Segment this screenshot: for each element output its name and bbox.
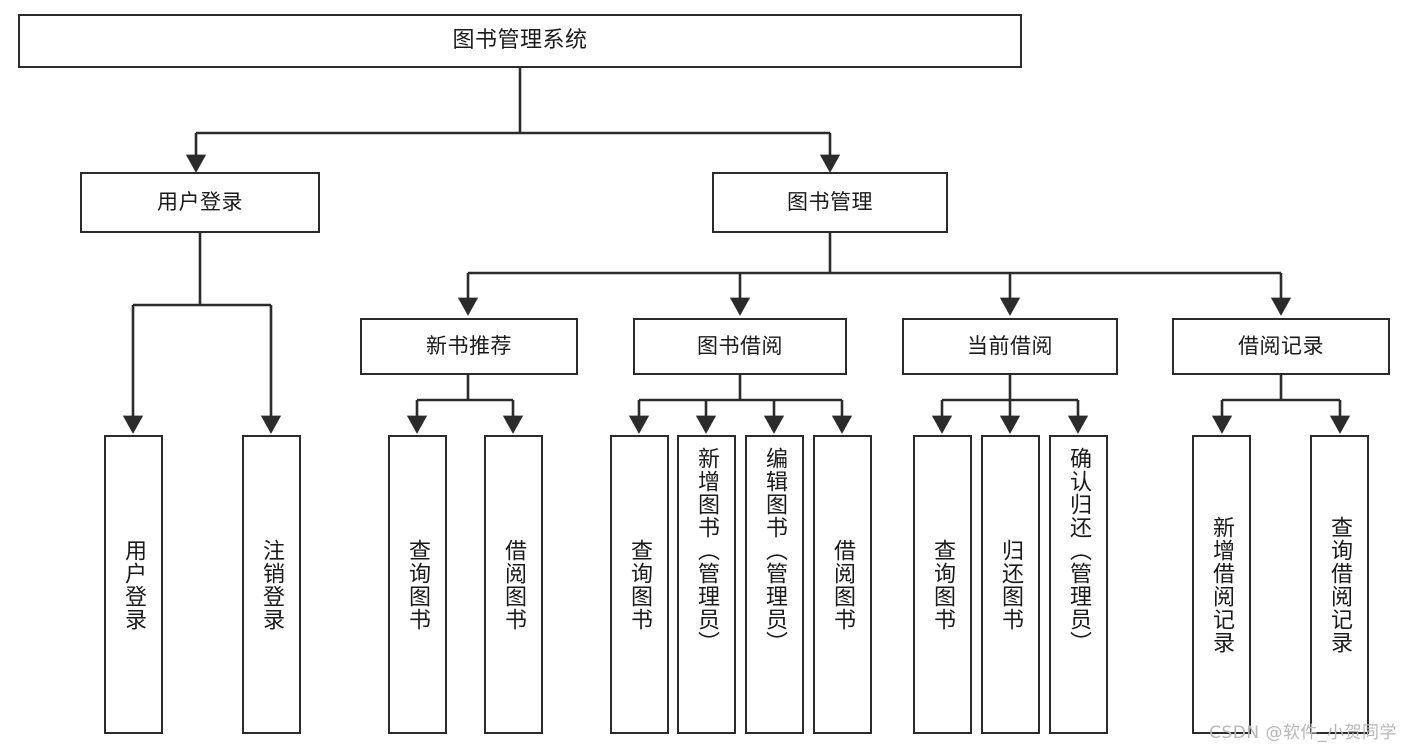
node-user-login[interactable]: 用户登录 bbox=[80, 172, 320, 233]
leaf-query-books-borrow[interactable]: 查询图书 bbox=[610, 435, 669, 734]
node-label: 图书管理系统 bbox=[452, 27, 588, 53]
leaf-query-borrow-record[interactable]: 查询借阅记录 bbox=[1310, 435, 1369, 734]
node-current-borrowing[interactable]: 当前借阅 bbox=[902, 318, 1118, 375]
node-root-book-management-system[interactable]: 图书管理系统 bbox=[18, 14, 1022, 68]
csdn-watermark: CSDN @软件_小贺同学 bbox=[1209, 723, 1397, 743]
node-label: 新书推荐 bbox=[426, 333, 512, 358]
node-book-borrowing[interactable]: 图书借阅 bbox=[633, 318, 847, 375]
node-label: 查询借阅记录 bbox=[1327, 515, 1353, 654]
node-label: 查询图书 bbox=[627, 538, 653, 631]
leaf-borrow-books-recommend[interactable]: 借阅图书 bbox=[484, 435, 543, 734]
node-label: 图书借阅 bbox=[697, 333, 783, 358]
node-new-book-recommendation[interactable]: 新书推荐 bbox=[360, 318, 578, 375]
leaf-user-login[interactable]: 用户登录 bbox=[104, 435, 163, 734]
node-label: 查询图书 bbox=[405, 538, 431, 631]
node-label: 编辑图书（管理员） bbox=[762, 447, 788, 654]
leaf-edit-book-admin[interactable]: 编辑图书（管理员） bbox=[745, 435, 804, 734]
node-label: 图书管理 bbox=[787, 189, 873, 214]
node-label: 借阅图书 bbox=[501, 538, 527, 631]
leaf-query-books-recommend[interactable]: 查询图书 bbox=[388, 435, 447, 734]
node-label: 用户登录 bbox=[157, 189, 243, 214]
node-borrow-records[interactable]: 借阅记录 bbox=[1172, 318, 1390, 375]
node-label: 用户登录 bbox=[121, 538, 147, 631]
leaf-confirm-return-admin[interactable]: 确认归还（管理员） bbox=[1049, 435, 1108, 734]
node-book-management[interactable]: 图书管理 bbox=[712, 172, 948, 233]
node-label: 借阅图书 bbox=[830, 538, 856, 631]
leaf-add-book-admin[interactable]: 新增图书（管理员） bbox=[677, 435, 736, 734]
node-label: 注销登录 bbox=[259, 538, 285, 631]
node-label: 当前借阅 bbox=[967, 333, 1053, 358]
node-label: 借阅记录 bbox=[1238, 333, 1324, 358]
leaf-add-borrow-record[interactable]: 新增借阅记录 bbox=[1192, 435, 1251, 734]
leaf-return-books[interactable]: 归还图书 bbox=[981, 435, 1040, 734]
node-label: 确认归还（管理员） bbox=[1066, 447, 1092, 654]
node-label: 查询图书 bbox=[930, 538, 956, 631]
node-label: 新增借阅记录 bbox=[1209, 515, 1235, 654]
node-label: 新增图书（管理员） bbox=[694, 447, 720, 654]
leaf-borrow-books[interactable]: 借阅图书 bbox=[813, 435, 872, 734]
leaf-query-books-current[interactable]: 查询图书 bbox=[913, 435, 972, 734]
leaf-logout[interactable]: 注销登录 bbox=[242, 435, 301, 734]
node-label: 归还图书 bbox=[998, 538, 1024, 631]
